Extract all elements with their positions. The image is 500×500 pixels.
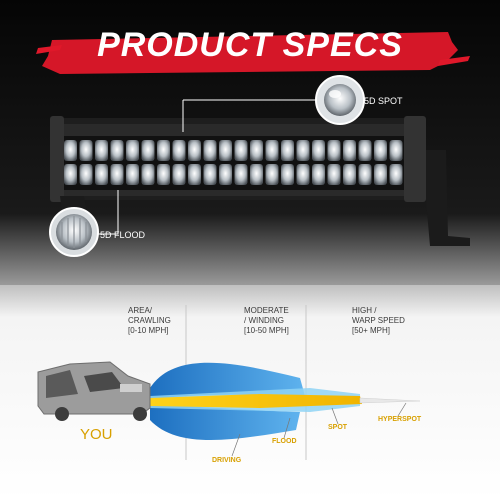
led-cell [219, 164, 232, 185]
vehicle-label: YOU [80, 426, 113, 443]
zone-low-label: AREA/ CRAWLING [0-10 MPH] [128, 306, 171, 336]
led-cell [389, 164, 403, 185]
led-cell [374, 140, 387, 161]
led-cell [188, 140, 201, 161]
led-cell [312, 140, 325, 161]
driving-beam-lower [150, 404, 300, 440]
led-cell [265, 164, 279, 185]
led-cell [219, 140, 232, 161]
driving-beam-label: DRIVING [212, 457, 242, 464]
flood-callout-label: 5D FLOOD [100, 230, 146, 240]
zone-high-label: HIGH / WARP SPEED [50+ MPH] [352, 306, 405, 336]
led-grid [64, 140, 403, 185]
driving-leader [231, 433, 241, 457]
led-cell [281, 140, 294, 161]
hyperspot-beam-label: HYPERSPOT [378, 416, 422, 423]
zone-mid-label: MODERATE / WINDING [10-50 MPH] [244, 306, 289, 336]
light-bar [50, 116, 470, 246]
led-cell [79, 164, 93, 185]
zone-high-line-3: [50+ MPH] [352, 326, 391, 335]
zone-high-line-1: HIGH / [352, 306, 377, 315]
led-cell [312, 164, 325, 185]
led-cell [343, 164, 356, 185]
zone-low-line-2: CRAWLING [128, 316, 171, 325]
led-cell [343, 140, 356, 161]
led-cell [64, 164, 77, 185]
zone-mid-line-3: [10-50 MPH] [244, 326, 289, 335]
led-cell [203, 164, 217, 185]
led-cell [250, 140, 263, 161]
led-cell [141, 140, 155, 161]
led-cell [110, 140, 124, 161]
led-cell [110, 164, 124, 185]
led-cell [234, 164, 248, 185]
page-title: PRODUCT SPECS [97, 26, 403, 64]
led-cell [95, 164, 108, 185]
led-cell [188, 164, 201, 185]
led-cell [126, 164, 139, 185]
led-cell [281, 164, 294, 185]
led-cell [172, 140, 186, 161]
led-cell [250, 164, 263, 185]
spot-callout-label: 5D SPOT [364, 96, 403, 106]
led-cell [64, 140, 77, 161]
zone-mid-line-1: MODERATE [244, 306, 289, 315]
led-cell [79, 140, 93, 161]
led-cell [296, 140, 310, 161]
led-cell [126, 140, 139, 161]
right-bracket [426, 150, 470, 246]
truck-icon [37, 361, 151, 421]
spot-callout-line [182, 99, 318, 132]
flood-callout-line [96, 190, 119, 235]
spot-lens-icon [315, 75, 365, 125]
flood-leader [283, 417, 291, 439]
title-brush-stroke [42, 32, 458, 74]
spot-leader [331, 407, 339, 425]
led-cell [141, 164, 155, 185]
led-cell [172, 164, 186, 185]
spot-beam-label: SPOT [328, 424, 348, 431]
led-cell [95, 140, 108, 161]
led-cell [358, 140, 372, 161]
led-cell [265, 140, 279, 161]
led-cell [157, 164, 170, 185]
zone-mid-line-2: / WINDING [244, 316, 284, 325]
led-cell [157, 140, 170, 161]
flood-lens-icon [49, 207, 99, 257]
zone-high-line-2: WARP SPEED [352, 316, 405, 325]
led-cell [234, 140, 248, 161]
hyperspot-beam [359, 397, 421, 404]
beam-pattern [150, 362, 421, 440]
zone-low-line-3: [0-10 MPH] [128, 326, 169, 335]
led-cell [358, 164, 372, 185]
led-cell [374, 164, 387, 185]
led-cell [296, 164, 310, 185]
led-cell [389, 140, 403, 161]
led-cell [203, 140, 217, 161]
led-cell [327, 140, 341, 161]
led-cell [327, 164, 341, 185]
spot-beam [150, 394, 362, 408]
flood-beam-label: FLOOD [272, 438, 297, 445]
zone-low-line-1: AREA/ [128, 306, 153, 315]
hyperspot-leader [397, 402, 407, 417]
